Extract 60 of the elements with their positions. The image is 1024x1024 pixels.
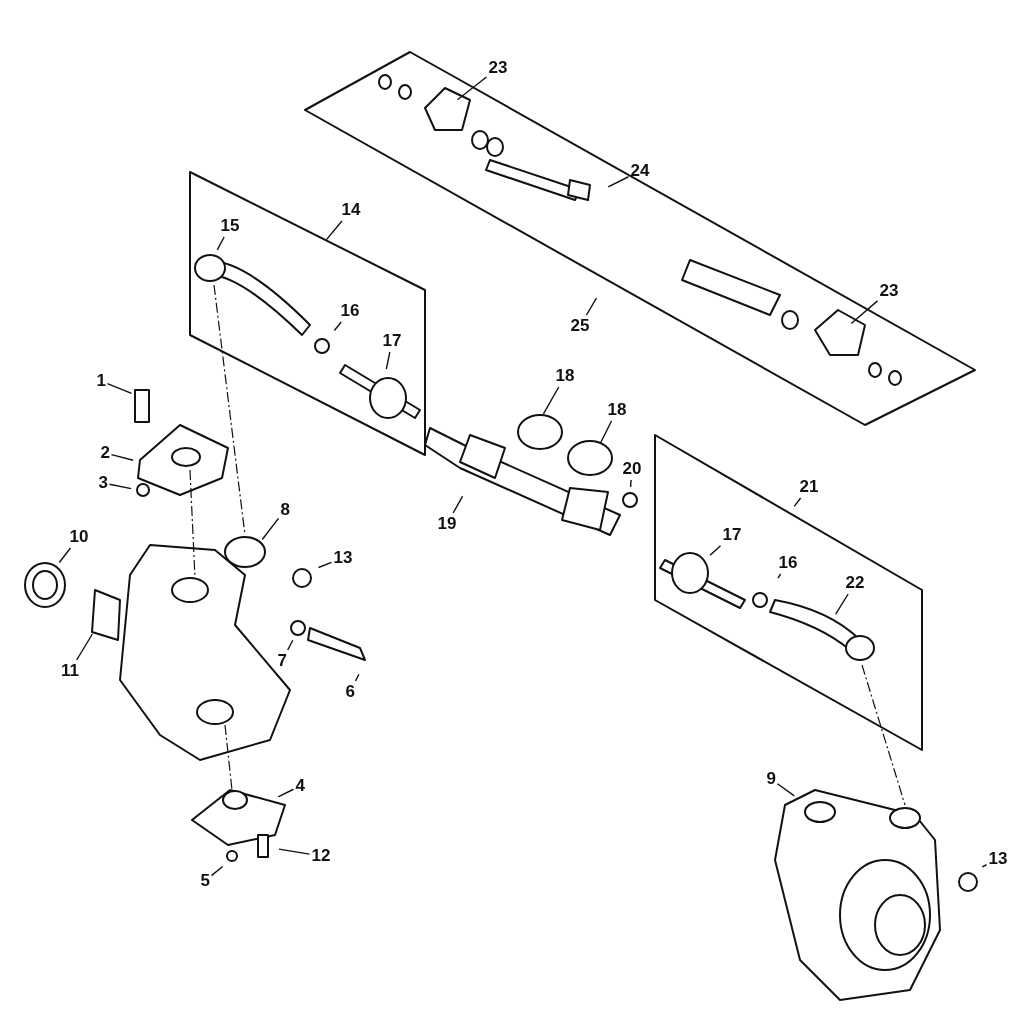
callout-number: 16 xyxy=(340,302,360,320)
leader-line xyxy=(542,386,560,415)
callout-number: 17 xyxy=(722,526,742,544)
leader-line xyxy=(210,865,224,877)
callout-number: 13 xyxy=(988,850,1008,868)
callout-number: 23 xyxy=(879,282,899,300)
leader-line xyxy=(216,236,225,251)
leader-line xyxy=(261,517,280,541)
leader-line xyxy=(850,300,879,325)
callout-number: 16 xyxy=(778,554,798,572)
leader-line xyxy=(106,382,133,395)
leader-line xyxy=(585,297,598,316)
leader-line xyxy=(75,633,94,661)
leader-line xyxy=(607,176,630,188)
leader-line xyxy=(385,351,391,370)
leader-line xyxy=(981,864,988,868)
callout-number: 5 xyxy=(200,872,210,890)
leader-line xyxy=(599,420,613,445)
callout-number: 14 xyxy=(341,201,361,219)
leader-line xyxy=(452,495,464,514)
callout-number: 23 xyxy=(488,59,508,77)
callout-number: 11 xyxy=(61,662,79,680)
leader-line xyxy=(777,573,782,579)
callout-number: 17 xyxy=(382,332,402,350)
leader-line xyxy=(325,220,343,241)
callout-number: 21 xyxy=(799,478,819,496)
leader-line xyxy=(58,547,72,564)
callout-number: 4 xyxy=(295,777,305,795)
callout-number: 20 xyxy=(622,460,642,478)
callout-number: 15 xyxy=(220,217,240,235)
leader-line xyxy=(110,453,134,461)
leader-line xyxy=(108,483,132,490)
callout-number: 13 xyxy=(333,549,353,567)
leader-line xyxy=(287,639,294,651)
callout-number: 6 xyxy=(345,683,355,701)
callout-number: 12 xyxy=(311,847,331,865)
callout-number: 3 xyxy=(98,474,108,492)
leader-line xyxy=(278,848,311,855)
leader-line xyxy=(277,788,295,798)
callout-number: 1 xyxy=(96,372,106,390)
callout-number: 7 xyxy=(277,652,287,670)
leader-line xyxy=(835,593,849,615)
leader-line xyxy=(709,544,722,556)
callout-number: 22 xyxy=(845,574,865,592)
callout-number: 18 xyxy=(607,401,627,419)
callout-number: 2 xyxy=(100,444,110,462)
leader-line xyxy=(354,673,360,682)
callout-number: 10 xyxy=(69,528,89,546)
callout-number: 25 xyxy=(570,317,590,335)
leader-line xyxy=(776,783,796,797)
callout-number: 8 xyxy=(280,501,290,519)
callout-number: 9 xyxy=(766,770,776,788)
callout-number: 19 xyxy=(437,515,457,533)
leader-line xyxy=(333,321,342,332)
callout-number: 18 xyxy=(555,367,575,385)
callout-number: 24 xyxy=(630,162,650,180)
leader-line xyxy=(793,497,802,508)
leader-line xyxy=(629,479,632,488)
leader-line xyxy=(456,76,488,101)
leader-line xyxy=(317,561,333,569)
